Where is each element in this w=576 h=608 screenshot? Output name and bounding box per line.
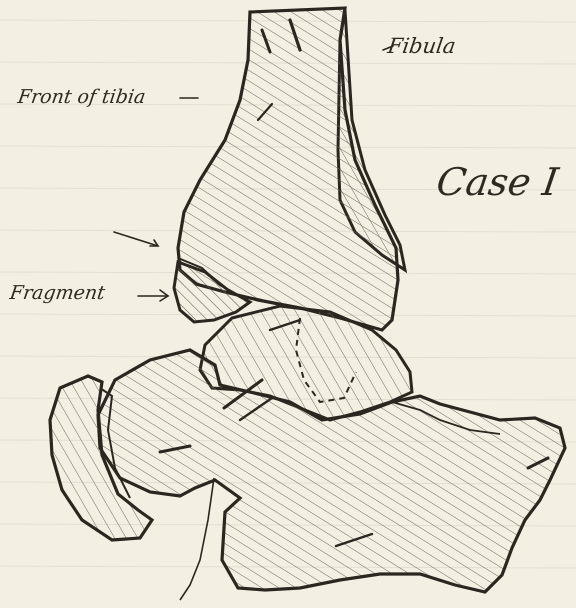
case-label: Case I — [434, 160, 561, 204]
tendon-line — [180, 478, 214, 600]
fibula-label: Fibula — [386, 34, 457, 58]
fragment-label: Fragment — [8, 282, 106, 304]
front-of-tibia-label: Front of tibia — [16, 86, 146, 108]
